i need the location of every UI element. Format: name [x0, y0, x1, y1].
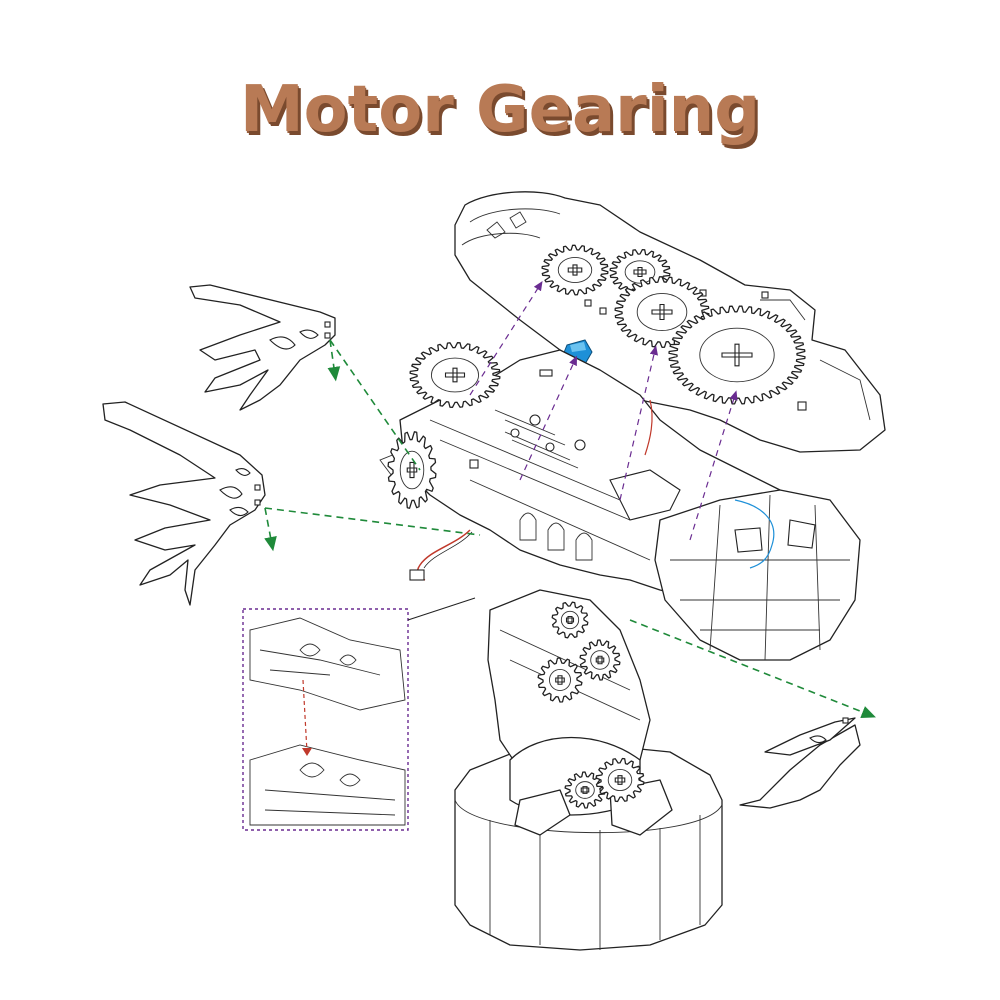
base-gear-1-hub: [549, 669, 571, 691]
top-gear-medium-axle-slot: [651, 303, 673, 321]
top-gear-medium-hub: [636, 292, 688, 332]
side-gear-left-axle-slot: [406, 461, 418, 479]
base-gear-3-hub: [575, 781, 595, 799]
assembly-arrows: [264, 339, 876, 719]
left-upper-wing: [189, 284, 336, 411]
right-small-wing: [739, 717, 861, 809]
base-gear-4-axle-slot: [614, 775, 626, 785]
top-gear-set: [541, 244, 806, 405]
body-gear-axle-slot: [444, 367, 466, 383]
base-gear-4-hub: [607, 768, 633, 792]
base-gear-2-axle-slot: [595, 655, 605, 665]
page-title: Motor Gearing: [239, 73, 761, 147]
body-gear-hub: [430, 357, 480, 393]
top-gear-small-2-axle-slot: [633, 266, 647, 278]
top-gear-small-2-hub: [624, 260, 656, 284]
top-gear-small-1-axle-slot: [567, 264, 583, 276]
base-gear-3-axle-slot: [580, 786, 590, 794]
base-gear-2-hub: [590, 650, 610, 670]
top-gear-small-1-hub: [557, 256, 593, 284]
side-gear-left-hub: [399, 450, 425, 490]
alignment-arrows: [469, 280, 738, 541]
body-drive-gear: [409, 342, 501, 408]
left-lower-wing: [102, 401, 266, 606]
side-gear: [387, 431, 437, 509]
cage-frame: [654, 489, 861, 661]
base-gear-5-axle-slot: [565, 615, 575, 625]
base-gear-5-hub: [560, 610, 580, 630]
detail-callout: [242, 597, 476, 831]
top-gear-large-hub: [699, 327, 775, 383]
wiring: [409, 399, 775, 581]
base-gear-1-axle-slot: [555, 675, 565, 685]
top-gear-large-axle-slot: [721, 343, 753, 367]
base-gear-set: [537, 601, 645, 809]
